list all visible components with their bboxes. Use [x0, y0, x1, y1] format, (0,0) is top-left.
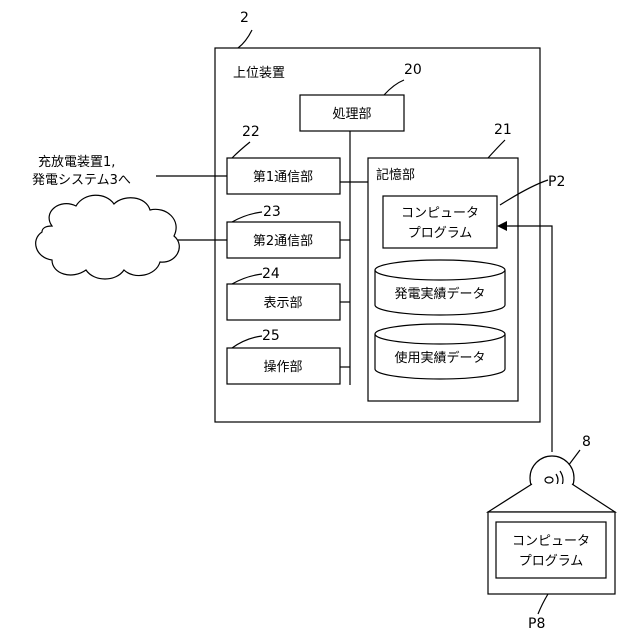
comm1-ref: 22 [242, 124, 260, 140]
program-p8-line1: コンピュータ [512, 534, 590, 549]
program-p2-ref: P2 [548, 174, 565, 190]
processor-ref: 20 [404, 62, 422, 78]
device-title: 上位装置 [233, 66, 285, 81]
media-ref: 8 [582, 434, 591, 450]
device-ref-leader [238, 30, 252, 48]
program-p2-line2: プログラム [408, 226, 473, 241]
storage-ref: 21 [494, 122, 512, 138]
program-p8-line2: プログラム [519, 554, 584, 569]
display-label: 表示部 [263, 296, 302, 311]
program-p8-ref-leader [538, 594, 548, 614]
processor-label: 処理部 [332, 107, 371, 122]
program-p2-line1: コンピュータ [401, 206, 479, 221]
storage-label: 記憶部 [376, 167, 415, 183]
disc-center [545, 477, 553, 483]
comm2-label: 第2通信部 [253, 234, 313, 249]
device-ref: 2 [240, 10, 249, 26]
external-target-line1: 充放電装置1, [38, 154, 115, 170]
usage-data-label: 使用実績データ [394, 350, 485, 366]
comm2-ref: 23 [263, 204, 281, 220]
program-p8-box [496, 522, 606, 578]
program-p8-ref: P8 [528, 616, 545, 632]
operation-ref: 25 [262, 328, 280, 344]
external-target-line2: 発電システム3へ [32, 173, 131, 188]
operation-label: 操作部 [263, 359, 302, 375]
generation-data-label: 発電実績データ [394, 286, 485, 302]
comm1-label: 第1通信部 [253, 170, 313, 185]
usage-data-db: 使用実績データ [375, 324, 505, 379]
network-cloud [36, 195, 180, 279]
display-ref: 24 [262, 266, 280, 282]
media-ref-leader [568, 450, 580, 466]
media-housing-top [488, 484, 615, 512]
generation-data-db: 発電実績データ [375, 260, 505, 315]
